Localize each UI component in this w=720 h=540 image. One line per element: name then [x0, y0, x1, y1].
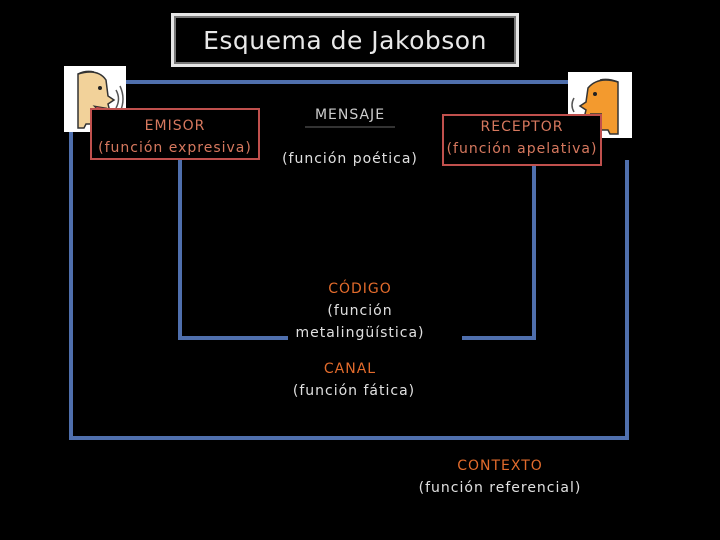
title-box: Esquema de Jakobson [171, 13, 519, 67]
emisor-box [90, 108, 260, 160]
diagram-title: Esquema de Jakobson [203, 25, 487, 55]
mensaje-label: MENSAJE [314, 107, 386, 123]
codigo-label: CÓDIGO [328, 281, 392, 297]
frame-right [625, 160, 629, 440]
emisor-function: (función expresiva) [98, 140, 252, 156]
receptor-box [442, 114, 602, 166]
mensaje-underline [305, 126, 395, 128]
inner-left-horizontal [178, 336, 288, 340]
frame-top [124, 80, 577, 84]
canal-function: (función fática) [292, 383, 416, 399]
inner-left-vertical [178, 160, 182, 340]
mensaje-function: (función poética) [282, 151, 418, 167]
contexto-function: (función referencial) [418, 480, 582, 496]
inner-right-horizontal [462, 336, 536, 340]
emisor-label: EMISOR [144, 118, 206, 134]
codigo-function-line2: metalingüística) [295, 325, 425, 341]
frame-bottom [69, 436, 629, 440]
frame-left [69, 120, 73, 440]
receptor-function: (función apelativa) [446, 141, 598, 157]
codigo-function-line1: (función [327, 303, 393, 319]
receptor-label: RECEPTOR [480, 119, 564, 135]
canal-label: CANAL [323, 361, 377, 377]
contexto-label: CONTEXTO [457, 458, 543, 474]
inner-right-vertical [532, 160, 536, 340]
